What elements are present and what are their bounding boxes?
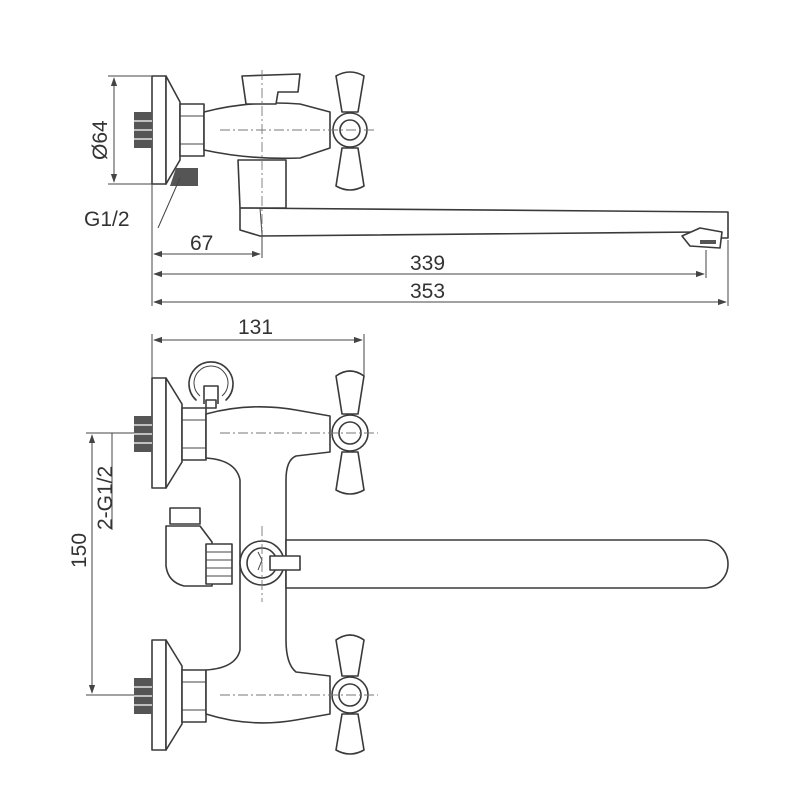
top-diverter-knob <box>241 73 301 105</box>
diameter-label: Ø64 <box>89 120 112 160</box>
top-connector-nut <box>170 103 205 186</box>
front-view: 131 <box>68 316 729 755</box>
dim-339: 339 <box>153 250 707 278</box>
shower-holder <box>188 361 234 409</box>
thread-label: G1/2 <box>84 208 130 231</box>
dim-67: 67 <box>151 184 263 306</box>
dim-353-label: 353 <box>410 280 445 303</box>
dim-150-label: 150 <box>68 533 91 568</box>
dim-67-label: 67 <box>190 232 213 255</box>
lower-cross-handle <box>331 634 369 755</box>
hose-outlet <box>165 507 233 587</box>
upper-cross-handle <box>331 370 369 495</box>
dim-diameter: Ø64 <box>89 75 152 185</box>
dim-353: 353 <box>153 240 729 306</box>
upper-wall-flange <box>134 377 207 489</box>
inlet-label: 2-G1/2 <box>94 466 117 530</box>
top-view: Ø64 G1/2 67 339 353 <box>84 70 729 306</box>
spout-arm <box>285 539 729 589</box>
lower-wall-flange <box>134 639 207 751</box>
top-wall-flange <box>134 75 181 185</box>
top-spout <box>239 207 729 249</box>
dim-thread: G1/2 <box>84 177 181 231</box>
dim-inlets: 2-G1/2 <box>94 433 117 530</box>
top-cross-handle <box>332 71 368 191</box>
dim-131: 131 <box>151 316 365 378</box>
top-mixer-body <box>203 102 331 160</box>
dim-131-label: 131 <box>238 316 273 339</box>
dim-150: 150 <box>68 432 134 696</box>
dim-339-label: 339 <box>410 252 445 275</box>
